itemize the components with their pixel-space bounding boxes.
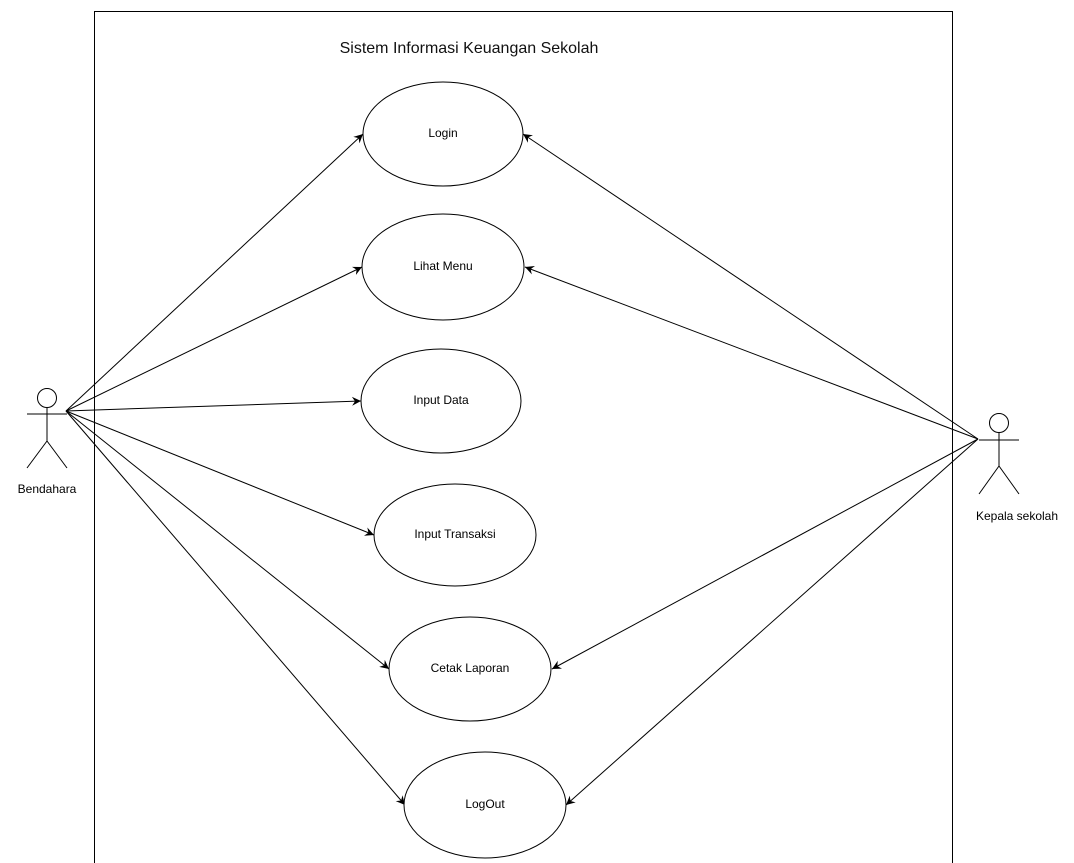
use-case-label: LogOut (465, 797, 505, 811)
actor-label: Bendahara (18, 482, 77, 496)
use-case-label: Login (428, 126, 457, 140)
use-case-login[interactable]: Login (362, 81, 524, 187)
actor-bendahara[interactable]: Bendahara (18, 388, 77, 497)
use-case-lihat-menu[interactable]: Lihat Menu (361, 213, 525, 321)
kepala-sekolah-associations (522, 133, 979, 806)
stick-figure-icon (26, 388, 68, 469)
use-case-ellipse (403, 751, 567, 859)
use-case-label: Cetak Laporan (431, 661, 510, 675)
assoc-kepala-cetak-laporan (551, 438, 979, 670)
stick-figure-icon (978, 413, 1020, 495)
bendahara-associations (65, 133, 406, 806)
assoc-bendahara-login (65, 133, 364, 412)
assoc-kepala-lihat-menu (524, 265, 979, 440)
use-case-ellipse (362, 81, 524, 187)
use-case-label: Input Data (413, 393, 469, 407)
system-title: Sistem Informasi Keuangan Sekolah (340, 40, 599, 57)
use-case-ellipse (388, 616, 552, 722)
assoc-bendahara-input-transaksi (65, 410, 375, 536)
use-case-input-transaksi[interactable]: Input Transaksi (373, 483, 537, 587)
use-case-cetak-laporan[interactable]: Cetak Laporan (388, 616, 552, 722)
system-boundary (94, 11, 953, 863)
assoc-bendahara-lihat-menu (65, 266, 363, 412)
assoc-bendahara-logout (65, 410, 406, 806)
actor-label: Kepala sekolah (976, 509, 1058, 523)
use-case-label: Lihat Menu (413, 259, 472, 273)
use-case-logout[interactable]: LogOut (403, 751, 567, 859)
use-case-ellipse (361, 213, 525, 321)
assoc-kepala-login (522, 133, 979, 440)
assoc-bendahara-input-data (65, 396, 362, 412)
assoc-kepala-logout (565, 438, 979, 806)
actor-kepala-sekolah[interactable]: Kepala sekolah (976, 413, 1058, 524)
use-case-input-data[interactable]: Input Data (360, 348, 522, 454)
use-case-ellipse (360, 348, 522, 454)
use-case-ellipse (373, 483, 537, 587)
assoc-bendahara-cetak-laporan (65, 410, 390, 670)
use-case-label: Input Transaksi (414, 527, 495, 541)
